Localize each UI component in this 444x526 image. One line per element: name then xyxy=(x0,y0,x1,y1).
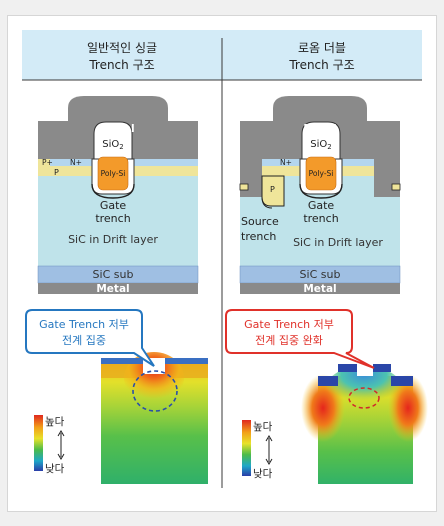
left-poly-label: Poly-Si xyxy=(101,169,126,178)
right-sub-label: SiC sub xyxy=(300,268,341,281)
left-callout-line1: Gate Trench 저부 xyxy=(39,318,129,331)
right-mitigation-circle xyxy=(348,387,380,409)
metal-bottom xyxy=(38,283,198,294)
left-trench-label: trench xyxy=(95,212,130,225)
left-metal-label: Metal xyxy=(101,123,134,135)
right-header-line2: Trench 구조 xyxy=(288,58,354,72)
right-header-line1: 로옴 더블 xyxy=(298,41,346,55)
left-drift-label: SiC in Drift layer xyxy=(68,233,158,246)
left-legend-low: 낮다 xyxy=(45,463,65,475)
right-sio2-label: SiO2 xyxy=(310,139,331,151)
source-trench-right xyxy=(374,159,400,197)
right-field-simulation xyxy=(301,358,428,484)
left-legend-high: 높다 xyxy=(45,416,65,428)
comparison-diagram: 일반적인 싱글 Trench 구조 로옴 더블 Trench 구조 Metal … xyxy=(22,30,428,488)
single-trench-structure xyxy=(37,96,199,294)
left-metal-bottom-label: Metal xyxy=(96,283,129,295)
right-metal-bottom-label: Metal xyxy=(303,283,336,295)
left-nplus-label: N+ xyxy=(70,158,82,167)
left-pplus-label: P+ xyxy=(42,158,53,167)
source-trench-label: trench xyxy=(241,230,276,243)
left-field-simulation xyxy=(101,352,208,484)
left-sub-label: SiC sub xyxy=(93,268,134,281)
poly-si-gate xyxy=(97,156,129,191)
double-trench-structure xyxy=(239,96,401,294)
figure-frame: 일반적인 싱글 Trench 구조 로옴 더블 Trench 구조 Metal … xyxy=(7,15,437,512)
right-callout-line2: 전계 집중 완화 xyxy=(255,334,323,347)
right-legend-low: 낮다 xyxy=(253,468,273,480)
right-gate-label: Gate xyxy=(308,199,335,212)
right-poly-label: Poly-Si xyxy=(309,169,334,178)
right-legend-arrow xyxy=(265,435,273,465)
right-nplus-label: N+ xyxy=(280,158,292,167)
left-p-label: P xyxy=(54,168,59,177)
right-callout xyxy=(225,309,375,369)
source-trench-left xyxy=(240,159,262,197)
left-concentration-circle xyxy=(132,370,178,412)
source-label: Source xyxy=(241,215,279,228)
left-legend-arrow xyxy=(57,430,65,460)
right-drift-label: SiC in Drift layer xyxy=(293,236,383,249)
right-trench-label: trench xyxy=(303,212,338,225)
left-header-line2: Trench 구조 xyxy=(88,58,154,72)
right-p-label: P xyxy=(270,185,275,194)
poly-si-gate-right xyxy=(305,156,337,191)
left-callout-line2: 전계 집중 xyxy=(62,334,106,347)
right-legend-scale xyxy=(242,420,251,476)
left-sio2-label: SiO2 xyxy=(102,139,123,151)
left-callout xyxy=(25,309,155,367)
left-header-line1: 일반적인 싱글 xyxy=(87,41,157,55)
right-callout-line1: Gate Trench 저부 xyxy=(244,318,334,331)
right-legend-high: 높다 xyxy=(253,421,273,433)
left-legend-scale xyxy=(34,415,43,471)
right-metal-label: Metal xyxy=(303,123,336,135)
left-gate-label: Gate xyxy=(100,199,127,212)
